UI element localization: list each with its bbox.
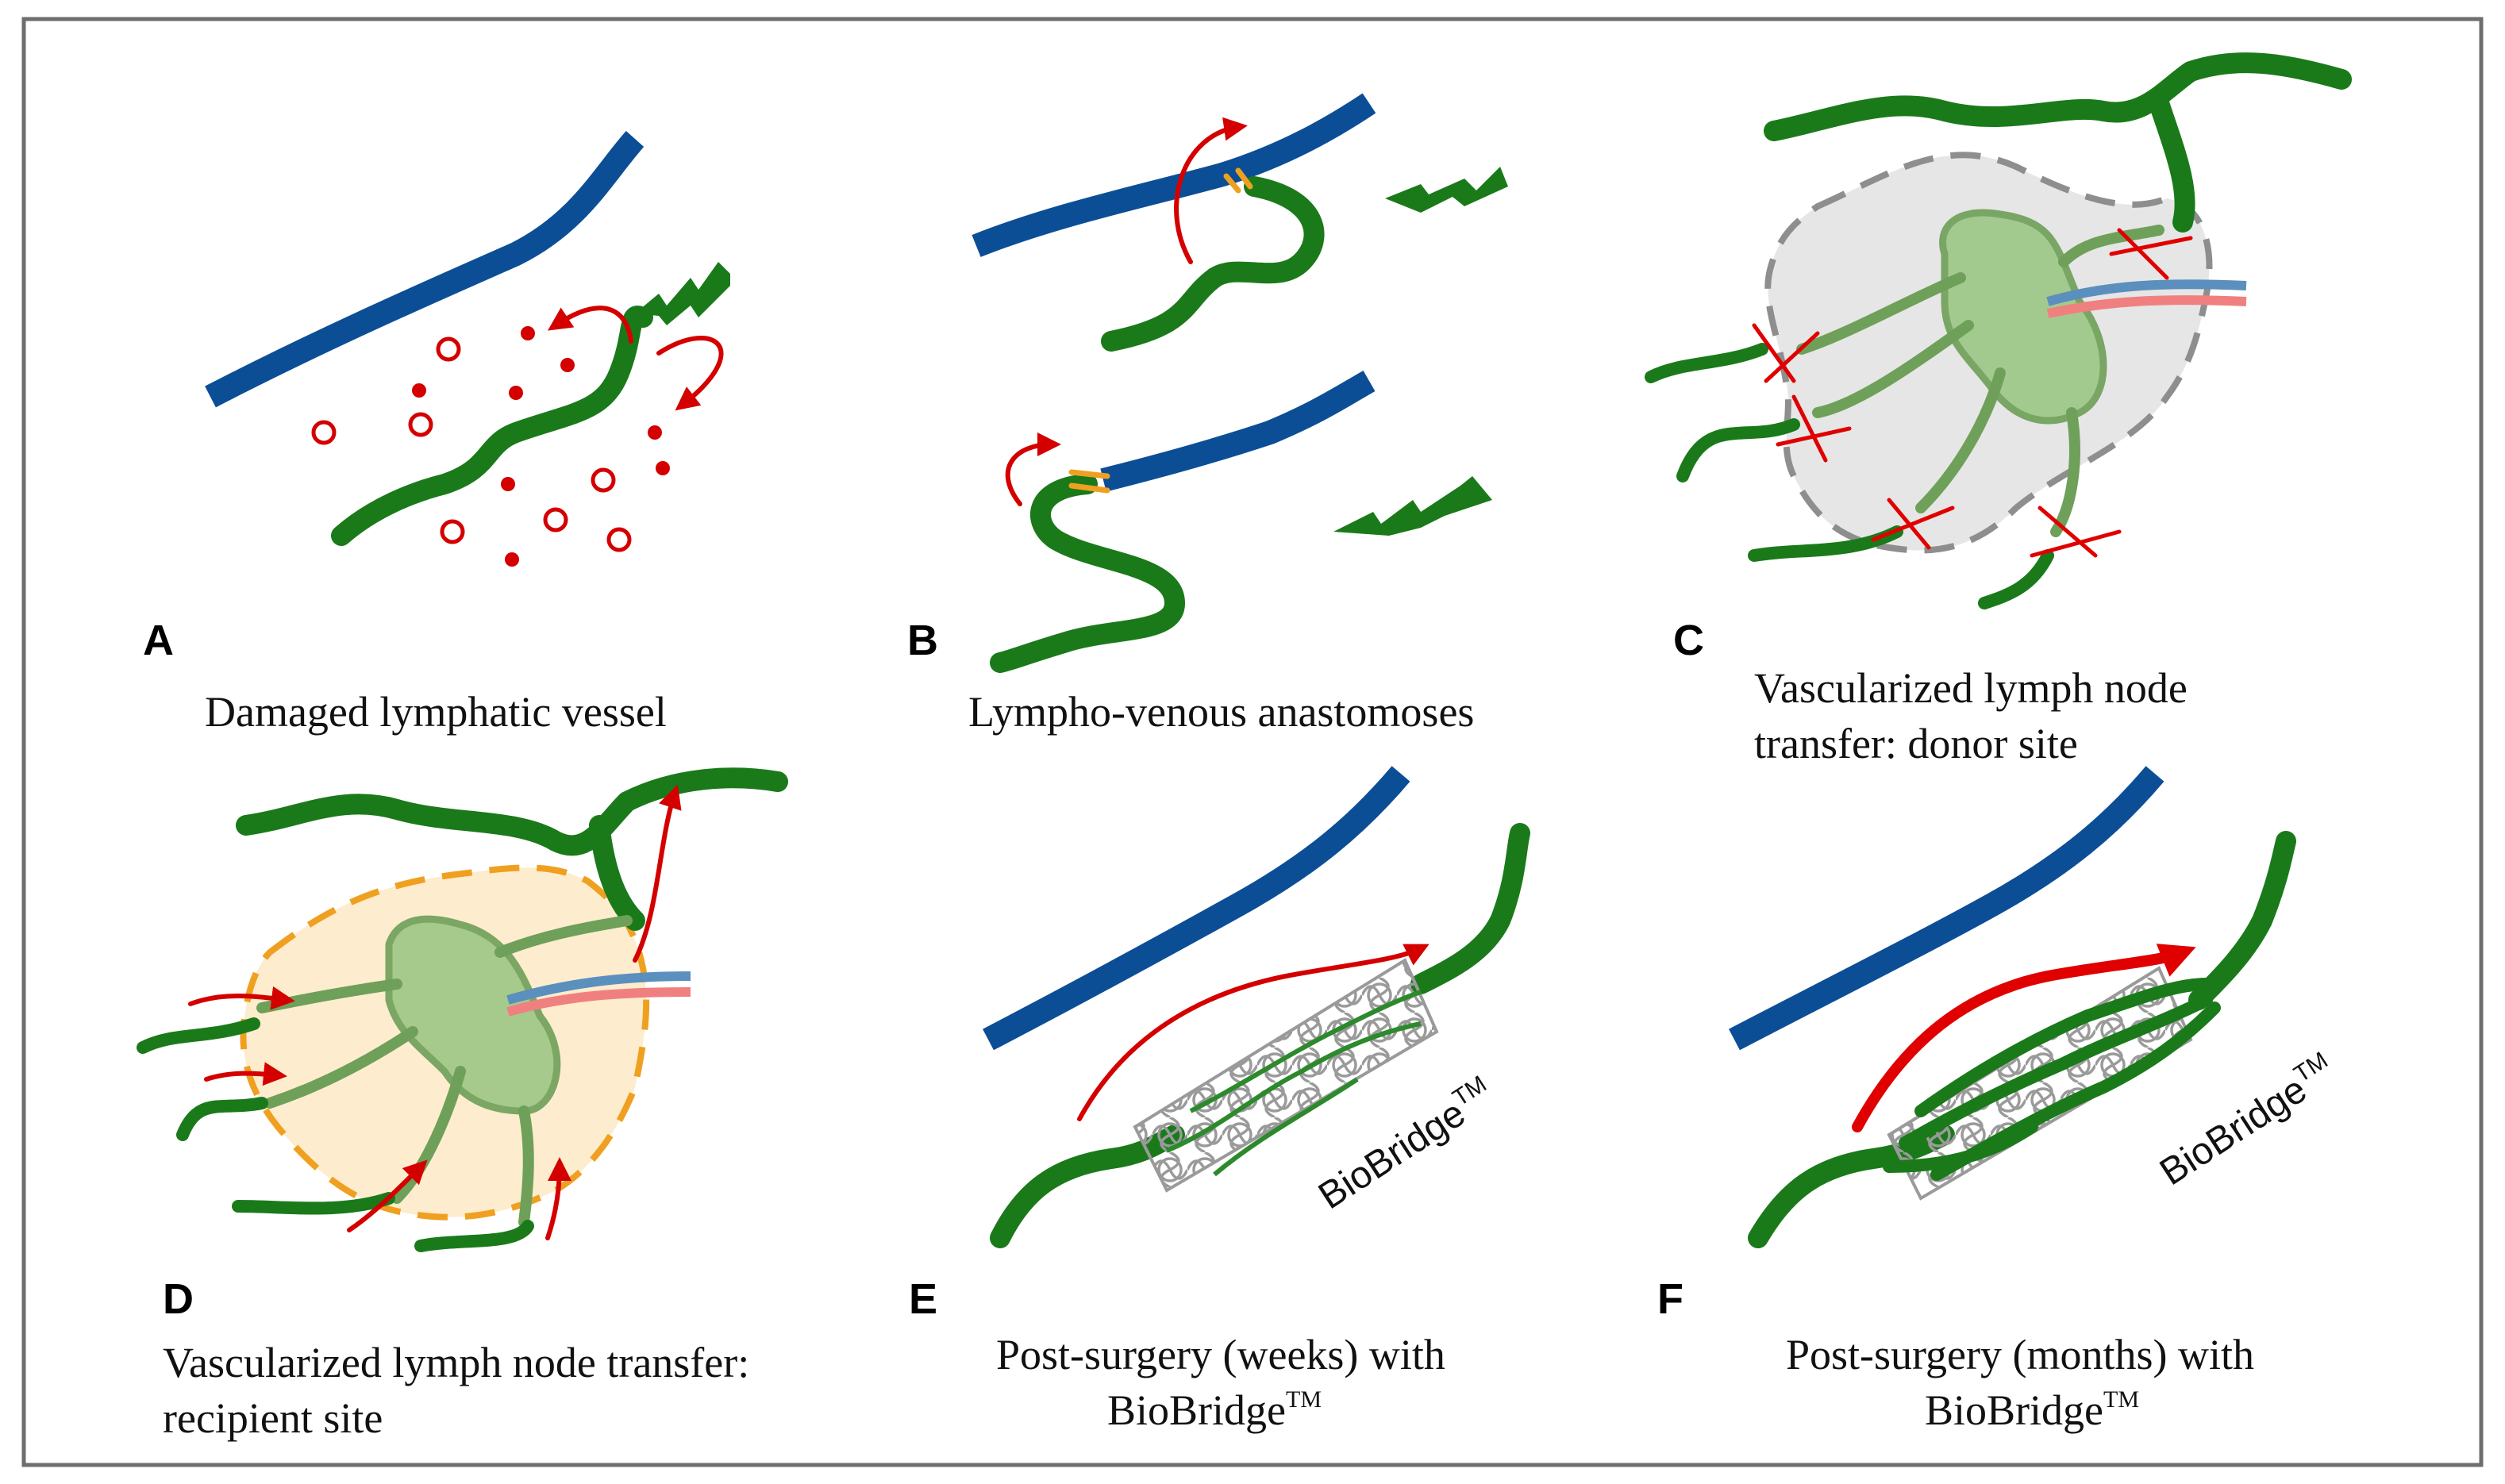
panel-b-lymphatic-bottom <box>990 474 1185 673</box>
panel-d-host-lymphatic-3 <box>232 1192 395 1215</box>
panel-f-caption-line-1: Post-surgery (months) with <box>1786 1331 2254 1378</box>
panel-c-afferent-1 <box>1796 272 1966 355</box>
panel-c-host-lymphatic-top <box>1764 52 2352 141</box>
panel-d-caption-line-1: Vascularized lymph node transfer: <box>163 1339 749 1386</box>
panel-d-afferent-4 <box>518 1105 534 1228</box>
panel-f-label: F Post-surgery (months) with BioBridgeTM <box>1657 1275 2254 1434</box>
panel-c-cut-lymphatic-2 <box>1676 418 1800 482</box>
panel-b-broken-end-top <box>1385 167 1508 213</box>
panel-e-lymphatic-downstream <box>1410 823 1530 994</box>
panel-e-new-lymphatics <box>1165 990 1422 1177</box>
panel-d-flow-arrows <box>188 784 682 1240</box>
panel-c-afferent-4 <box>2050 407 2080 537</box>
panel-c-illustration <box>1645 52 2352 609</box>
panel-f-flow-arrow <box>1852 944 2196 1132</box>
panel-a-letter: A <box>143 617 174 664</box>
panel-c-host-lymphatic-branch <box>2149 93 2195 233</box>
panel-a-leaked-cells <box>311 326 670 567</box>
panel-a-broken-end <box>635 262 730 325</box>
panel-c-afferent-3 <box>1915 367 2006 513</box>
panel-a-label: A Damaged lymphatic vessel <box>143 617 667 736</box>
panel-a-leak-arrow-2 <box>656 335 724 411</box>
panel-c-cut-lymphatic-4 <box>1978 549 2054 609</box>
panel-f-vein <box>1729 766 2164 1051</box>
panel-f-letter: F <box>1657 1275 1683 1323</box>
panel-a-illustration <box>205 131 730 567</box>
panel-a-leak-arrow-1 <box>548 306 633 344</box>
panel-e-caption-line-2: BioBridgeTM <box>1107 1386 1322 1434</box>
panel-c-pedicle-artery <box>2046 295 2247 318</box>
panel-c-caption-line-1: Vascularized lymph node <box>1754 664 2188 712</box>
panel-a-vein <box>205 131 645 408</box>
panel-d-pedicle-vein <box>506 971 691 1005</box>
panel-b-lymphatic-top <box>1101 176 1325 352</box>
panel-e-vein <box>983 766 1410 1051</box>
panel-c-afferent-2 <box>1812 320 1974 418</box>
panel-b-flow-arrow-bottom <box>1005 433 1061 506</box>
panel-b-illustration <box>972 93 1508 673</box>
panel-a-damaged-lymphatic <box>331 306 653 546</box>
panel-c-caption-line-2: transfer: donor site <box>1754 720 2078 767</box>
panel-b-caption: Lympho-venous anastomoses <box>968 688 1474 736</box>
panel-d-caption-line-2: recipient site <box>163 1394 383 1442</box>
panel-d-afferent-2 <box>264 1026 418 1109</box>
panel-e-label: E Post-surgery (weeks) with BioBridgeTM <box>909 1275 1445 1434</box>
panel-d-lymph-node <box>385 915 561 1115</box>
panel-d-illustration <box>137 767 788 1252</box>
panel-d-afferent-3 <box>391 1066 466 1204</box>
panel-d-host-lymphatic-branch <box>589 815 645 931</box>
panel-c-cut-marks <box>1752 228 2193 558</box>
panel-c-efferent <box>2058 225 2164 267</box>
panel-d-pedicle-artery <box>506 987 691 1017</box>
panel-f-mature-lymphatics <box>1883 978 2221 1181</box>
panel-b-label: B Lympho-venous anastomoses <box>907 617 1474 736</box>
panel-b-vein-bottom <box>1100 370 1376 492</box>
panel-e-caption-line-1: Post-surgery (weeks) with <box>996 1331 1445 1378</box>
panel-d-host-lymphatic-1 <box>137 1017 260 1054</box>
panel-d-letter: D <box>163 1275 194 1323</box>
panel-b-broken-end-bottom <box>1333 476 1492 536</box>
panel-c-pedicle-vein <box>2046 279 2247 306</box>
panel-c-letter: C <box>1673 617 1704 664</box>
panel-b-flow-arrow-top <box>1174 117 1248 264</box>
panel-e-flow-arrow <box>1077 944 1430 1121</box>
panel-b-suture-bottom <box>1068 469 1110 494</box>
panel-d-efferent <box>494 915 633 958</box>
panel-e-letter: E <box>909 1275 937 1323</box>
panel-c-label: C Vascularized lymph node transfer: dono… <box>1673 617 2188 767</box>
panel-b-letter: B <box>907 617 938 664</box>
panel-d-host-lymphatic-4 <box>414 1220 534 1252</box>
panel-d-host-lymphatic-2 <box>176 1097 268 1141</box>
panel-d-host-lymphatic-top <box>236 767 788 856</box>
panel-f-caption-line-2: BioBridgeTM <box>1925 1386 2139 1434</box>
panel-d-label: D Vascularized lymph node transfer: reci… <box>163 1275 749 1442</box>
panel-f-lymphatic-downstream <box>2188 831 2296 1010</box>
panel-c-cut-lymphatic-1 <box>1645 343 1768 383</box>
panel-b-vein-top <box>972 93 1376 257</box>
panel-a-caption: Damaged lymphatic vessel <box>205 688 667 736</box>
panel-b-suture-top <box>1223 167 1253 194</box>
